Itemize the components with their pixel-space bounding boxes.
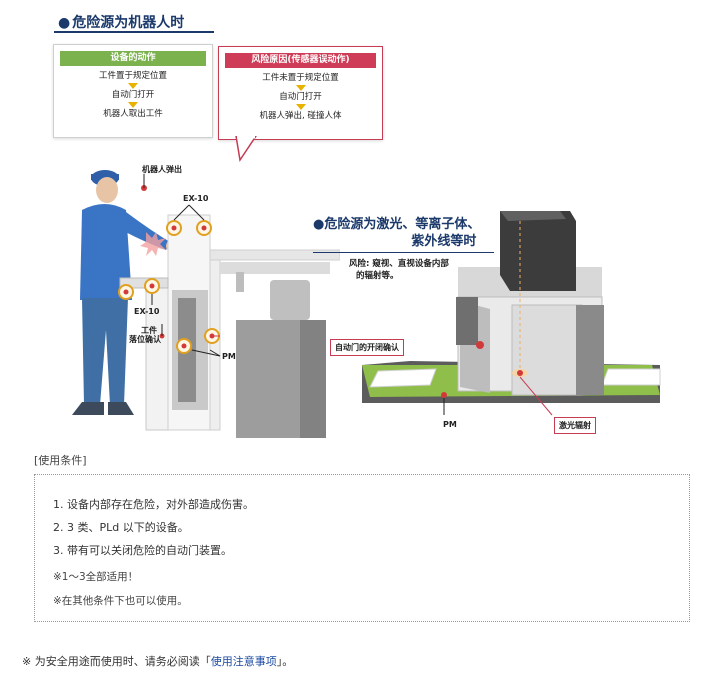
down-arrow-icon [295, 104, 306, 110]
title-underline [54, 31, 214, 33]
laser-risk-text: 风险: 窥视、直视设备内部 的辐射等。 [349, 259, 449, 281]
auto-door-check-label: 自动门的开闭确认 [330, 339, 404, 356]
pm-label-right: PM [443, 420, 457, 429]
section-title-robot: ●危险源为机器人时 [58, 15, 185, 31]
laser-illustration [362, 211, 661, 416]
risk-box-header: 风险原因(传感器误动作) [225, 53, 376, 68]
bullet-icon: ● [313, 217, 325, 232]
condition-item-2: 2. 3 类、PLd 以下的设备。 [53, 521, 189, 534]
bullet-icon: ● [58, 15, 71, 31]
robot-eject-label: 机器人弹出 [142, 165, 182, 174]
condition-item-3: 3. 带有可以关闭危险的自动门装置。 [53, 544, 232, 557]
robot-cell [119, 214, 340, 431]
pm-label-left: PM [222, 352, 236, 361]
risk-cause-box: 风险原因(传感器误动作) 工件未置于规定位置 自动门打开 机器人弹出, 碰撞人体 [218, 46, 383, 140]
ex10-top-label: EX-10 [183, 194, 209, 203]
robot-arm [220, 262, 330, 438]
down-arrow-icon [128, 83, 138, 89]
conditions-label: [使用条件] [34, 454, 87, 467]
action-step-3: 机器人取出工件 [103, 109, 163, 119]
conditions-box: 1. 设备内部存在危险，对外部造成伤害。 2. 3 类、PLd 以下的设备。 3… [34, 474, 690, 622]
condition-note-2: ※在其他条件下也可以使用。 [53, 595, 188, 607]
usage-precautions-link[interactable]: 使用注意事项 [210, 655, 277, 668]
equipment-action-box: 设备的动作 工件置于规定位置 自动门打开 机器人取出工件 [53, 44, 213, 138]
condition-note-1: ※1～3全部适用！ [53, 571, 139, 583]
down-arrow-icon [128, 102, 138, 108]
callout-pointer [235, 136, 257, 162]
worker-figure [72, 170, 178, 415]
action-step-1: 工件置于规定位置 [98, 71, 167, 81]
action-box-header: 设备的动作 [60, 51, 206, 66]
safety-note: ※ 为安全用途而使用时、请务必阅读「使用注意事项」。 [22, 655, 294, 668]
down-arrow-icon [295, 85, 306, 91]
action-step-2: 自动门打开 [111, 90, 155, 100]
risk-step-1: 工件未置于规定位置 [262, 73, 339, 83]
laser-radiation-label: 激光辐射 [554, 417, 596, 434]
ex10-bottom-label: EX-10 [134, 307, 160, 316]
laser-title-underline [313, 252, 494, 253]
section-title-laser: ●危险源为激光、等离子体、 紫外线等时 [313, 217, 481, 249]
robot-illustration [72, 170, 340, 438]
condition-item-1: 1. 设备内部存在危险，对外部造成伤害。 [53, 498, 254, 511]
risk-step-2: 自动门打开 [279, 92, 322, 102]
workpiece-position-check-label: 落位确认 [129, 335, 161, 344]
workpiece-label: 工件 [141, 326, 157, 335]
risk-step-3: 机器人弹出, 碰撞人体 [259, 111, 342, 121]
